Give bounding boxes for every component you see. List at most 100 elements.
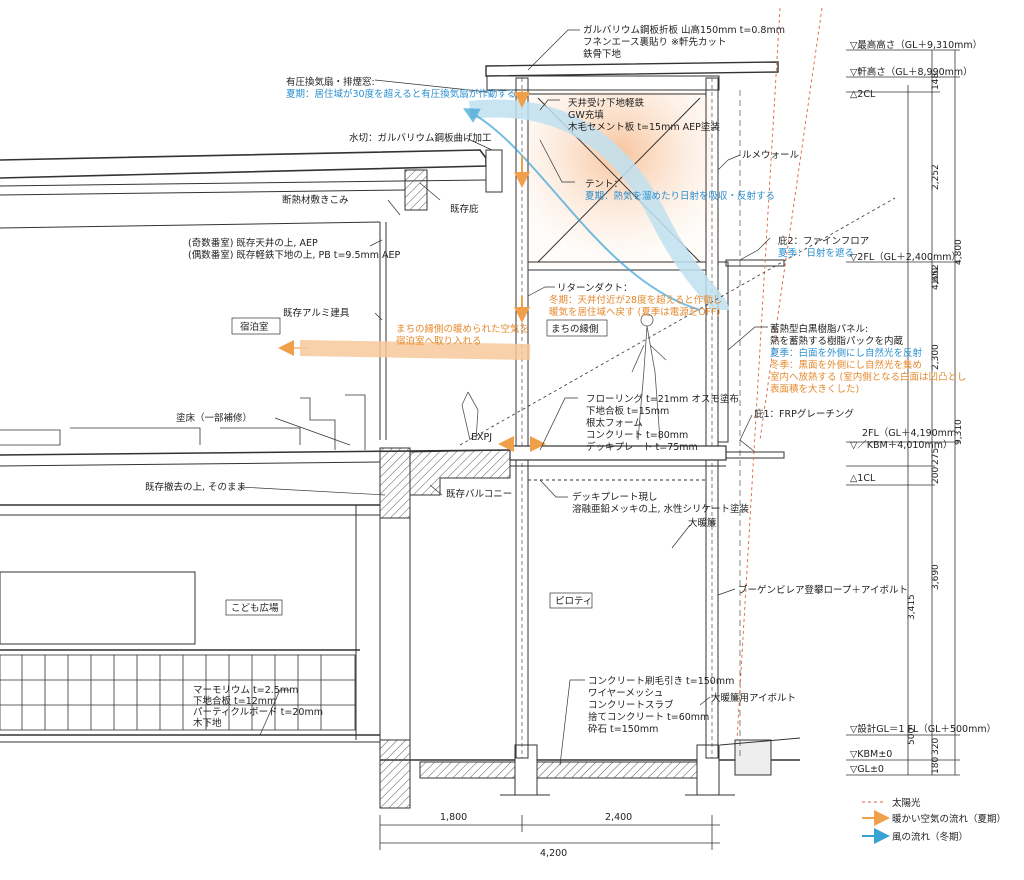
bougainvillea-label: ブーゲンビレア登攀ロープ＋アイボルト (738, 584, 908, 596)
level-max-height: ▽最高高さ（GL＋9,310mm） (850, 39, 982, 51)
ground-floor-4: 木下地 (193, 717, 222, 729)
tent-title: テント： (585, 179, 623, 190)
return-duct-winter-1: 冬期：天井付近が28度を超えると作動し (549, 294, 722, 306)
dim-1800: 1,800 (440, 812, 467, 823)
insulation-label: 断熱材敷きこみ (282, 194, 349, 206)
ground-floor-3: パーティクルボード t=20mm (193, 707, 323, 718)
kids-plaza-label: こども広場 (231, 602, 279, 614)
human-figure (461, 313, 667, 441)
curtain-bolt-label: 大暖簾用アイボルト (711, 692, 796, 704)
roof-spec-3: 鉄骨下地 (583, 48, 622, 60)
return-duct-title: リターンダクト： (557, 282, 633, 294)
dim-4800: 4,800 (954, 239, 964, 265)
dim-148: 148 (931, 73, 941, 90)
dim-180: 180 (931, 757, 941, 774)
panel-winter-2: 室内へ放熱する (室内側となる白面は凹凸とし (770, 371, 966, 383)
dim-500: 500 (907, 728, 917, 745)
floor-spec-1: フローリング t=21mm オスモ塗布 (586, 393, 739, 405)
roof-spec-1: ガルバリウム鋼板折板 山高150mm t=0.8mm (583, 24, 785, 36)
slab-spec-4: 捨てコンクリート t=60mm (588, 711, 709, 723)
tent-summer: 夏期：熱気を溜めたり日射を吸収・反射する (585, 190, 775, 202)
slab-spec-1: コンクリート刷毛引き t=150mm (588, 675, 734, 687)
wind-arrow (462, 108, 701, 311)
ground (379, 737, 801, 809)
horizontal-dimensions: 1,800 2,400 4,200 (440, 812, 632, 859)
eave1-label: 庇1：FRPグレーチング (754, 408, 854, 420)
wind-band (469, 99, 729, 313)
level-eave-height: ▽軒高さ（GL＋8,990mm） (850, 66, 973, 78)
existing-alu-label: 既存アルミ建具 (283, 307, 350, 319)
big-curtain-label: 大暖簾 (688, 517, 717, 529)
dim-100: 100 (931, 268, 941, 285)
level-gl: ▽GL±0 (850, 764, 884, 775)
warm-air-band (299, 340, 531, 360)
vent-title: 有圧換気扇・排煙窓: (286, 76, 375, 88)
panel-summer: 夏季：白面を外側にし自然光を反射 (770, 347, 923, 359)
level-kbm: ▽KBM±0 (850, 749, 892, 760)
existing-ceiling-1: (奇数番室) 既存天井の上, AEP (188, 237, 318, 249)
legend-wind-label: 風の流れ（冬期） (892, 831, 968, 843)
guest-room-label: 宿泊室 (240, 321, 269, 333)
ground-floor-1: マーモリウム t=2.5mm (193, 685, 298, 696)
flashing-label: 水切：ガルバリウム鋼板曲げ加工 (349, 132, 492, 144)
legend: 太陽光 暖かい空気の流れ（夏期） 風の流れ（冬期） (862, 797, 1006, 844)
existing-balcony-label: 既存バルコニー (446, 488, 512, 500)
warm-flow-arrows (498, 90, 546, 452)
floor-spec-5: デッキプレート t=75mm (586, 441, 698, 453)
paint-floor-label: 塗床（一部補修） (176, 412, 252, 424)
dim-4200: 4,200 (540, 848, 567, 859)
dim-320: 320 (931, 738, 941, 755)
existing-demolish-label: 既存撤去の上, そのまま (145, 481, 246, 493)
ceiling-spec-3: 木毛セメント板 t=15mm AEP塗装 (568, 121, 720, 133)
annotations: ガルバリウム鋼板折板 山高150mm t=0.8mm フネンエース裏貼り ※軒先… (145, 24, 966, 735)
level-design-gl: ▽設計GL＝1 FL（GL＋500mm） (850, 723, 996, 735)
legend-warm-label: 暖かい空気の流れ（夏期） (892, 813, 1006, 825)
slab-spec-3: コンクリートスラブ (588, 699, 674, 711)
ceiling-spec-1: 天井受け下地軽鉄 (568, 97, 645, 109)
dim-2400: 2,400 (605, 812, 632, 823)
level-2fl-b1: 2FL（GL＋4,190mm (862, 427, 956, 439)
tower-structure (485, 61, 785, 760)
dim-200: 200 (931, 467, 941, 484)
ground-floor-2: 下地合板 t=12mm (193, 695, 276, 707)
sunlight-rays (736, 7, 823, 741)
panel-winter-1: 冬季：黒面を外側にし自然光を集め (770, 359, 922, 371)
warm-air-note-1: まちの縁側の暖められた空気を (396, 323, 529, 335)
panel-winter-3: 表面積を大きくした) (770, 383, 859, 395)
roof-spec-2: フネンエース裏貼り ※軒先カット (583, 36, 727, 48)
sun-angle-line (459, 197, 896, 446)
deck-spec-1: デッキプレート現し (572, 491, 658, 503)
floor-spec-4: コンクリート t=80mm (586, 430, 688, 441)
dim-9310: 9,310 (954, 419, 964, 445)
dim-4652: 4,652 (931, 264, 941, 290)
machi-engawa-label: まちの縁側 (551, 323, 599, 335)
deck-spec-2: 溶融亜鉛メッキの上, 水性シリケート塗装 (572, 503, 750, 515)
level-2fl-b2: ▽／KBM＋4,010mm） (850, 439, 952, 451)
floor-spec-2: 下地合板 t=15mm (586, 405, 669, 417)
level-2cl: △2CL (850, 89, 876, 100)
dim-3690: 3,690 (931, 564, 941, 590)
expj-label: EXPJ (471, 432, 492, 443)
level-labels: ▽最高高さ（GL＋9,310mm） ▽軒高さ（GL＋8,990mm） △2CL … (850, 39, 996, 775)
dim-2252: 2,252 (931, 164, 941, 190)
dimension-lines (379, 49, 960, 850)
eave2-summer: 夏季：日射を遮る (778, 247, 854, 259)
existing-eave-label: 既存庇 (450, 203, 479, 215)
dim-3415: 3,415 (907, 594, 917, 620)
panel-title-2: 熱を蓄熱する樹脂パックを内蔵 (770, 335, 904, 347)
legend-sun-label: 太陽光 (892, 797, 921, 809)
floor-spec-3: 根太フォーム (586, 417, 643, 429)
existing-ceiling-2: (偶数番室) 既存軽鉄下地の上, PB t=9.5mm AEP (188, 249, 401, 261)
slab-spec-2: ワイヤーメッシュ (588, 688, 663, 699)
dim-275: 275 (931, 448, 941, 465)
warm-air-note-2: 宿泊室へ取り入れる (396, 335, 482, 347)
vertical-dimensions: 148 2,252 100 4,652 4,800 2,300 9,310 27… (907, 73, 964, 774)
slab-spec-5: 砕石 t=150mm (588, 723, 658, 735)
eave2-title: 庇2：ファインフロア (778, 235, 869, 247)
vent-summer: 夏期：居住域が30度を超えると有圧換気扇が作動する (286, 88, 516, 100)
panel-title-1: 蓄熱型白黒樹脂パネル: (770, 323, 868, 335)
ceiling-spec-2: GW充填 (568, 109, 604, 121)
leader-lines (239, 29, 771, 766)
